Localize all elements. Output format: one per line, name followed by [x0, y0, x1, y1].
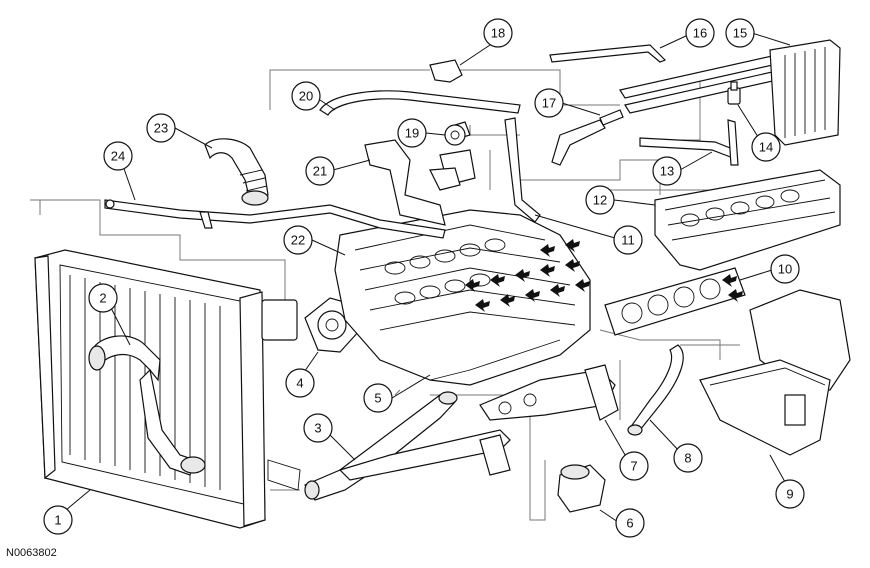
svg-text:14: 14	[759, 140, 773, 155]
radiator	[34, 249, 301, 529]
callout-1: 1	[43, 489, 91, 535]
flow-direction-arrows	[465, 239, 590, 312]
degas-bottle	[699, 289, 851, 456]
callout-2: 2	[88, 283, 131, 346]
callout-21: 21	[305, 156, 371, 186]
oil-cooler	[557, 464, 606, 513]
svg-text:24: 24	[111, 149, 125, 164]
callout-22: 22	[283, 225, 346, 256]
svg-text:12: 12	[593, 193, 607, 208]
vent-tube	[104, 199, 446, 239]
callout-24: 24	[103, 141, 136, 201]
callout-11: 11	[534, 214, 643, 255]
callout-6: 6	[599, 508, 645, 538]
svg-text:18: 18	[491, 26, 505, 41]
svg-text:10: 10	[778, 262, 792, 277]
bypass-tube-assembly	[304, 391, 511, 501]
cylinder-head	[654, 169, 841, 271]
callout-18: 18	[459, 18, 513, 66]
callout-7: 7	[604, 419, 649, 481]
svg-text:17: 17	[542, 96, 556, 111]
svg-text:13: 13	[660, 164, 674, 179]
callout-5: 5	[363, 374, 431, 413]
svg-text:15: 15	[733, 26, 747, 41]
callout-3: 3	[303, 413, 356, 461]
callouts: 1 2 3 4 5 6 7	[43, 18, 805, 538]
svg-text:2: 2	[99, 291, 106, 306]
svg-text:9: 9	[786, 487, 793, 502]
svg-text:5: 5	[374, 391, 381, 406]
callout-15: 15	[725, 18, 791, 48]
callout-8: 8	[649, 419, 703, 473]
svg-text:1: 1	[54, 513, 61, 528]
svg-text:4: 4	[296, 376, 303, 391]
thermostat-group	[364, 59, 476, 226]
callout-19: 19	[397, 118, 446, 148]
upper-hose	[204, 138, 269, 206]
degas-hose	[627, 344, 684, 436]
svg-text:19: 19	[405, 126, 419, 141]
callout-23: 23	[146, 113, 213, 149]
svg-text:11: 11	[621, 233, 635, 248]
svg-text:8: 8	[684, 451, 691, 466]
callout-20: 20	[291, 81, 336, 111]
callout-12: 12	[585, 185, 656, 215]
figure-id: N0063802	[6, 547, 57, 559]
coolant-crossover	[479, 364, 619, 421]
svg-text:3: 3	[314, 421, 321, 436]
callout-4: 4	[285, 351, 319, 398]
callout-14: 14	[737, 104, 781, 162]
svg-text:20: 20	[299, 89, 313, 104]
bleed-valve	[727, 81, 741, 105]
svg-text:6: 6	[626, 516, 633, 531]
callout-13: 13	[652, 151, 713, 186]
svg-text:21: 21	[313, 164, 327, 179]
svg-text:7: 7	[630, 459, 637, 474]
svg-text:23: 23	[154, 121, 168, 136]
callout-10: 10	[739, 254, 800, 284]
svg-text:22: 22	[291, 233, 305, 248]
radiator-hose	[88, 335, 206, 476]
callout-9: 9	[769, 454, 805, 509]
heater-core	[769, 39, 841, 146]
callout-16: 16	[659, 18, 715, 49]
engine-block	[334, 209, 591, 386]
head-gasket	[604, 267, 746, 336]
svg-text:16: 16	[693, 26, 707, 41]
callout-17: 17	[534, 88, 601, 118]
